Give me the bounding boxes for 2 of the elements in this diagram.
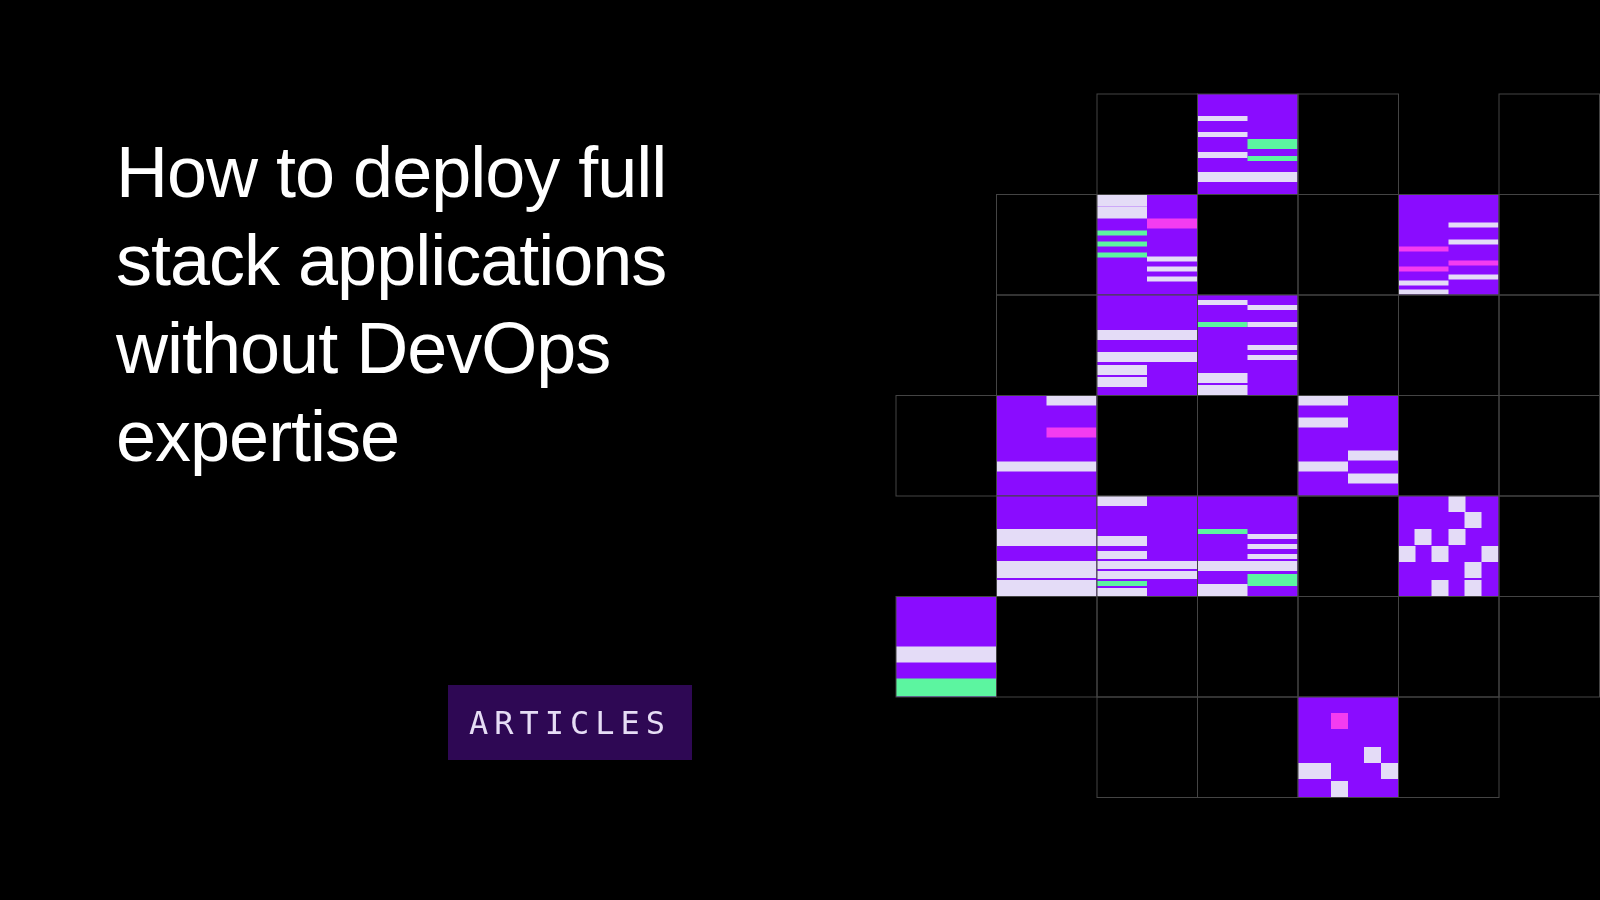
category-tag: ARTICLES [448,685,692,760]
title: How to deploy full stack applications without DevOps expertise [116,131,668,478]
